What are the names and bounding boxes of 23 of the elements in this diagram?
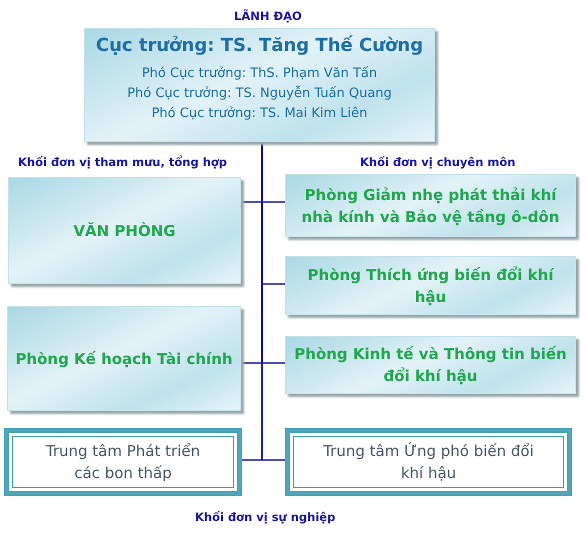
deputy-name: Phó Cục trưởng: TS. Mai Kim Liên xyxy=(152,105,368,123)
group-heading: Khối đơn vị tham mưu, tổng hợp xyxy=(18,155,228,169)
deputy-name: Phó Cục trưởng: ThS. Phạm Văn Tấn xyxy=(142,65,378,83)
unit-name: Phòng Thích ứng biến đổi khí hậu xyxy=(306,264,555,308)
unit-name: VĂN PHÒNG xyxy=(72,220,177,242)
department-box xyxy=(285,256,576,315)
group-heading: Khối đơn vị sự nghiệp xyxy=(195,510,336,524)
connector-line xyxy=(261,142,285,461)
deputy-name: Phó Cục trưởng: TS. Nguyễn Tuấn Quang xyxy=(127,84,392,103)
group-heading: Khối đơn vị chuyên môn xyxy=(360,155,516,169)
unit-name: Phòng Kế hoạch Tài chính xyxy=(14,348,234,370)
department-box xyxy=(285,336,576,394)
unit-box xyxy=(4,428,242,496)
department-box xyxy=(7,306,241,411)
department-box xyxy=(285,174,576,237)
unit-box xyxy=(285,428,572,496)
unit-name: Trung tâm Ứng phó biến đổi khí hậu xyxy=(322,441,535,484)
leadership-box xyxy=(84,28,435,142)
unit-name: Phòng Kinh tế và Thông tin biến đổi khí hậu xyxy=(293,344,568,387)
unit-name: Phòng Giảm nhẹ phát thải khí nhà kính và Bảo vệ tầng ô-dôn xyxy=(300,184,560,228)
director-name: Cục trưởng: TS. Tăng Thế Cường xyxy=(96,35,424,56)
department-box xyxy=(8,177,241,284)
unit-name: Trung tâm Phát triển các bon thấp xyxy=(44,441,202,484)
